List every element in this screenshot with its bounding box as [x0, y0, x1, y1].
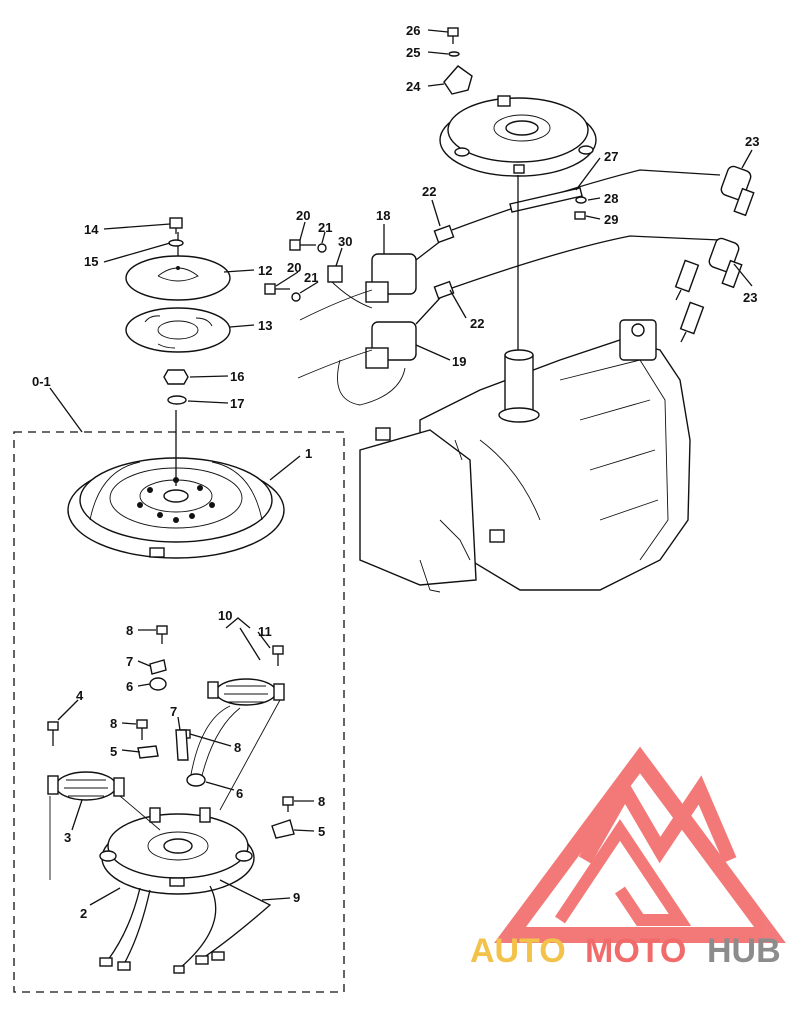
- callout-25: 25: [406, 45, 420, 60]
- flywheel: [67, 457, 285, 559]
- trigger-coil: [207, 678, 285, 706]
- screw-8-b: [136, 719, 148, 740]
- cover-plate: [125, 255, 231, 301]
- watermark-text-hub: HUB: [707, 932, 781, 970]
- callout-7-b: 7: [170, 704, 177, 719]
- bracket-30: [327, 265, 343, 283]
- callout-8-c: 8: [234, 740, 241, 755]
- callout-15: 15: [84, 254, 98, 269]
- callout-16: 16: [230, 369, 244, 384]
- callout-13: 13: [258, 318, 272, 333]
- bolt-20-a: [289, 239, 316, 251]
- callout-22-a: 22: [422, 184, 436, 199]
- nut-21-b: [291, 292, 301, 302]
- callout-4: 4: [76, 688, 84, 703]
- watermark-logo: [494, 746, 786, 943]
- engine-block: [359, 319, 691, 593]
- callout-18: 18: [376, 208, 390, 223]
- screw-8-d: [282, 796, 294, 812]
- charge-coil: [47, 771, 125, 801]
- callout-6-a: 6: [126, 679, 133, 694]
- callout-8-a: 8: [126, 623, 133, 638]
- leader-lines: [57, 29, 753, 906]
- callout-12: 12: [258, 263, 272, 278]
- nut-21-a: [317, 243, 327, 253]
- gasket-plate: [125, 307, 231, 353]
- callout-5-b: 5: [318, 824, 325, 839]
- screw-4: [47, 721, 59, 746]
- screw-8-a: [156, 625, 168, 644]
- stator-plate: [99, 807, 255, 895]
- callout-2: 2: [80, 906, 87, 921]
- callout-8-d: 8: [318, 794, 325, 809]
- callout-19: 19: [452, 354, 466, 369]
- callout-9: 9: [293, 890, 300, 905]
- group-box: [13, 431, 345, 993]
- throttle-arm-24: [443, 65, 473, 95]
- callout-26: 26: [406, 23, 420, 38]
- timer-base: [439, 95, 597, 177]
- callout-30: 30: [338, 234, 352, 249]
- watermark-text-auto: AUTO: [470, 932, 566, 970]
- screw-29: [574, 211, 586, 220]
- callout-1: 1: [305, 446, 312, 461]
- callout-28: 28: [604, 191, 618, 206]
- washer-17: [167, 395, 187, 405]
- callout-labels: 1 2 3 4 5 5 6 6 7 7 8 8 8 8 9 10 11 12 1…: [32, 23, 759, 921]
- nut-16: [163, 369, 189, 385]
- clamp-5-a: [137, 745, 159, 759]
- ignition-coil-lower: [365, 280, 455, 369]
- washer-28: [575, 196, 587, 204]
- callout-23-a: 23: [745, 134, 759, 149]
- washer-15: [168, 239, 184, 247]
- watermark-text-moto: MOTO: [585, 932, 686, 970]
- callout-3: 3: [64, 830, 71, 845]
- callout-22-b: 22: [470, 316, 484, 331]
- callout-group-0-1: 0-1: [32, 374, 51, 389]
- bolt-20-b: [264, 283, 290, 295]
- callout-7-a: 7: [126, 654, 133, 669]
- callout-29: 29: [604, 212, 618, 227]
- callout-14: 14: [84, 222, 99, 237]
- callout-21-b: 21: [304, 270, 318, 285]
- callout-27: 27: [604, 149, 618, 164]
- spark-plug-boot-lower: [708, 237, 743, 289]
- callout-24: 24: [406, 79, 421, 94]
- callout-20-a: 20: [296, 208, 310, 223]
- clamp-5-b: [271, 819, 295, 839]
- spark-plug-boot-upper: [720, 165, 755, 217]
- spark-plug-lower: [679, 301, 705, 343]
- callout-8-b: 8: [110, 716, 117, 731]
- callout-5-a: 5: [110, 744, 117, 759]
- clamp-6-a: [149, 677, 167, 691]
- link-arm-27: [509, 187, 583, 213]
- bolt-14: [169, 217, 183, 234]
- callout-17: 17: [230, 396, 244, 411]
- ignition-coil-upper: [365, 224, 455, 303]
- spark-plug-upper: [674, 259, 700, 301]
- clip-7-b: [175, 729, 189, 761]
- callout-11: 11: [258, 624, 272, 639]
- screw-26: [447, 27, 459, 44]
- callout-10: 10: [218, 608, 232, 623]
- washer-25: [448, 51, 460, 57]
- callout-20-b: 20: [287, 260, 301, 275]
- callout-6-b: 6: [236, 786, 243, 801]
- wiring-harness: [99, 879, 272, 974]
- screw-11: [272, 645, 284, 666]
- callout-23-b: 23: [743, 290, 757, 305]
- clamp-6-b: [186, 773, 206, 787]
- callout-21-a: 21: [318, 220, 332, 235]
- clip-7-a: [149, 659, 167, 675]
